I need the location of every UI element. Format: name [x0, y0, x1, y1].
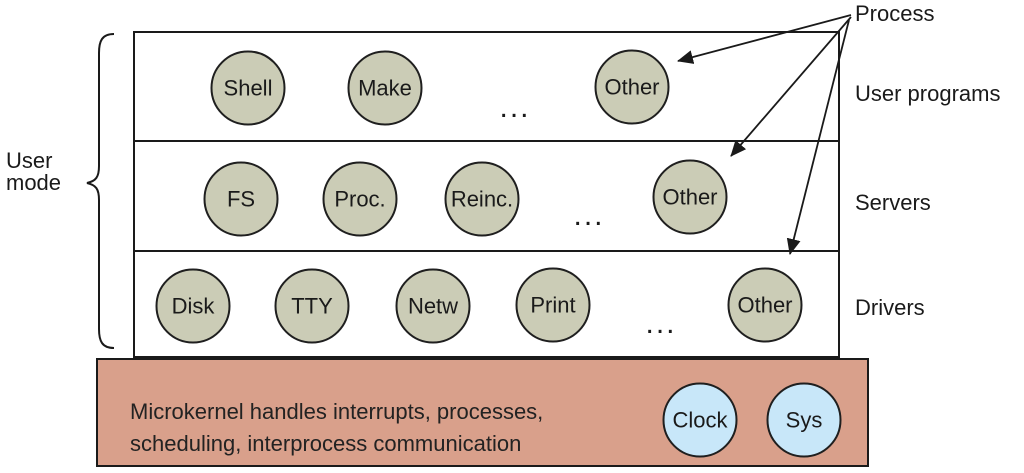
layer-label-user-programs: User programs	[855, 81, 1001, 106]
node-label: Proc.	[334, 186, 386, 211]
process-node-proc: Proc.	[322, 161, 398, 237]
layer-separator-1	[133, 140, 840, 142]
layer-label-drivers: Drivers	[855, 295, 925, 320]
process-node-netw: Netw	[395, 268, 471, 344]
layer-label-servers: Servers	[855, 190, 931, 215]
process-node-other-user: Other	[594, 49, 670, 125]
user-mode-line2: mode	[6, 170, 62, 195]
process-node-tty: TTY	[274, 268, 350, 344]
process-node-reinc: Reinc.	[444, 161, 520, 237]
layer-separator-2	[133, 250, 840, 252]
microkernel-box: Microkernel handles interrupts, processe…	[96, 358, 869, 467]
process-node-shell: Shell	[210, 50, 286, 126]
node-label: Sys	[785, 407, 823, 432]
kernel-node-clock: Clock	[662, 382, 738, 458]
microkernel-description: Microkernel handles interrupts, processe…	[130, 396, 543, 460]
process-node-make: Make	[347, 50, 423, 126]
process-node-disk: Disk	[155, 268, 231, 344]
process-node-other-driver: Other	[727, 267, 803, 343]
microkernel-description-line2: scheduling, interprocess communication	[130, 431, 522, 456]
node-label: Clock	[672, 407, 728, 432]
ellipsis-drivers: ...	[645, 307, 677, 340]
microkernel-description-line1: Microkernel handles interrupts, processe…	[130, 399, 544, 424]
node-label: TTY	[291, 293, 333, 318]
node-label: Other	[737, 292, 793, 317]
node-label: Other	[662, 184, 718, 209]
node-label: Print	[530, 292, 576, 317]
user-mode-label: User mode	[6, 150, 61, 194]
process-label: Process	[855, 1, 935, 26]
process-node-print: Print	[515, 267, 591, 343]
node-label: Reinc.	[450, 186, 514, 211]
node-label: Disk	[171, 293, 215, 318]
user-mode-line1: User	[6, 148, 53, 173]
node-label: Netw	[407, 293, 459, 318]
node-label: Make	[358, 75, 412, 100]
kernel-node-sys: Sys	[766, 382, 842, 458]
node-label: FS	[226, 186, 256, 211]
node-label: Shell	[223, 75, 273, 100]
ellipsis-user-programs: ...	[499, 91, 531, 124]
process-node-other-server: Other	[652, 159, 728, 235]
user-mode-brace	[86, 33, 115, 349]
node-label: Other	[604, 74, 660, 99]
process-node-fs: FS	[203, 161, 279, 237]
ellipsis-servers: ...	[573, 199, 605, 232]
